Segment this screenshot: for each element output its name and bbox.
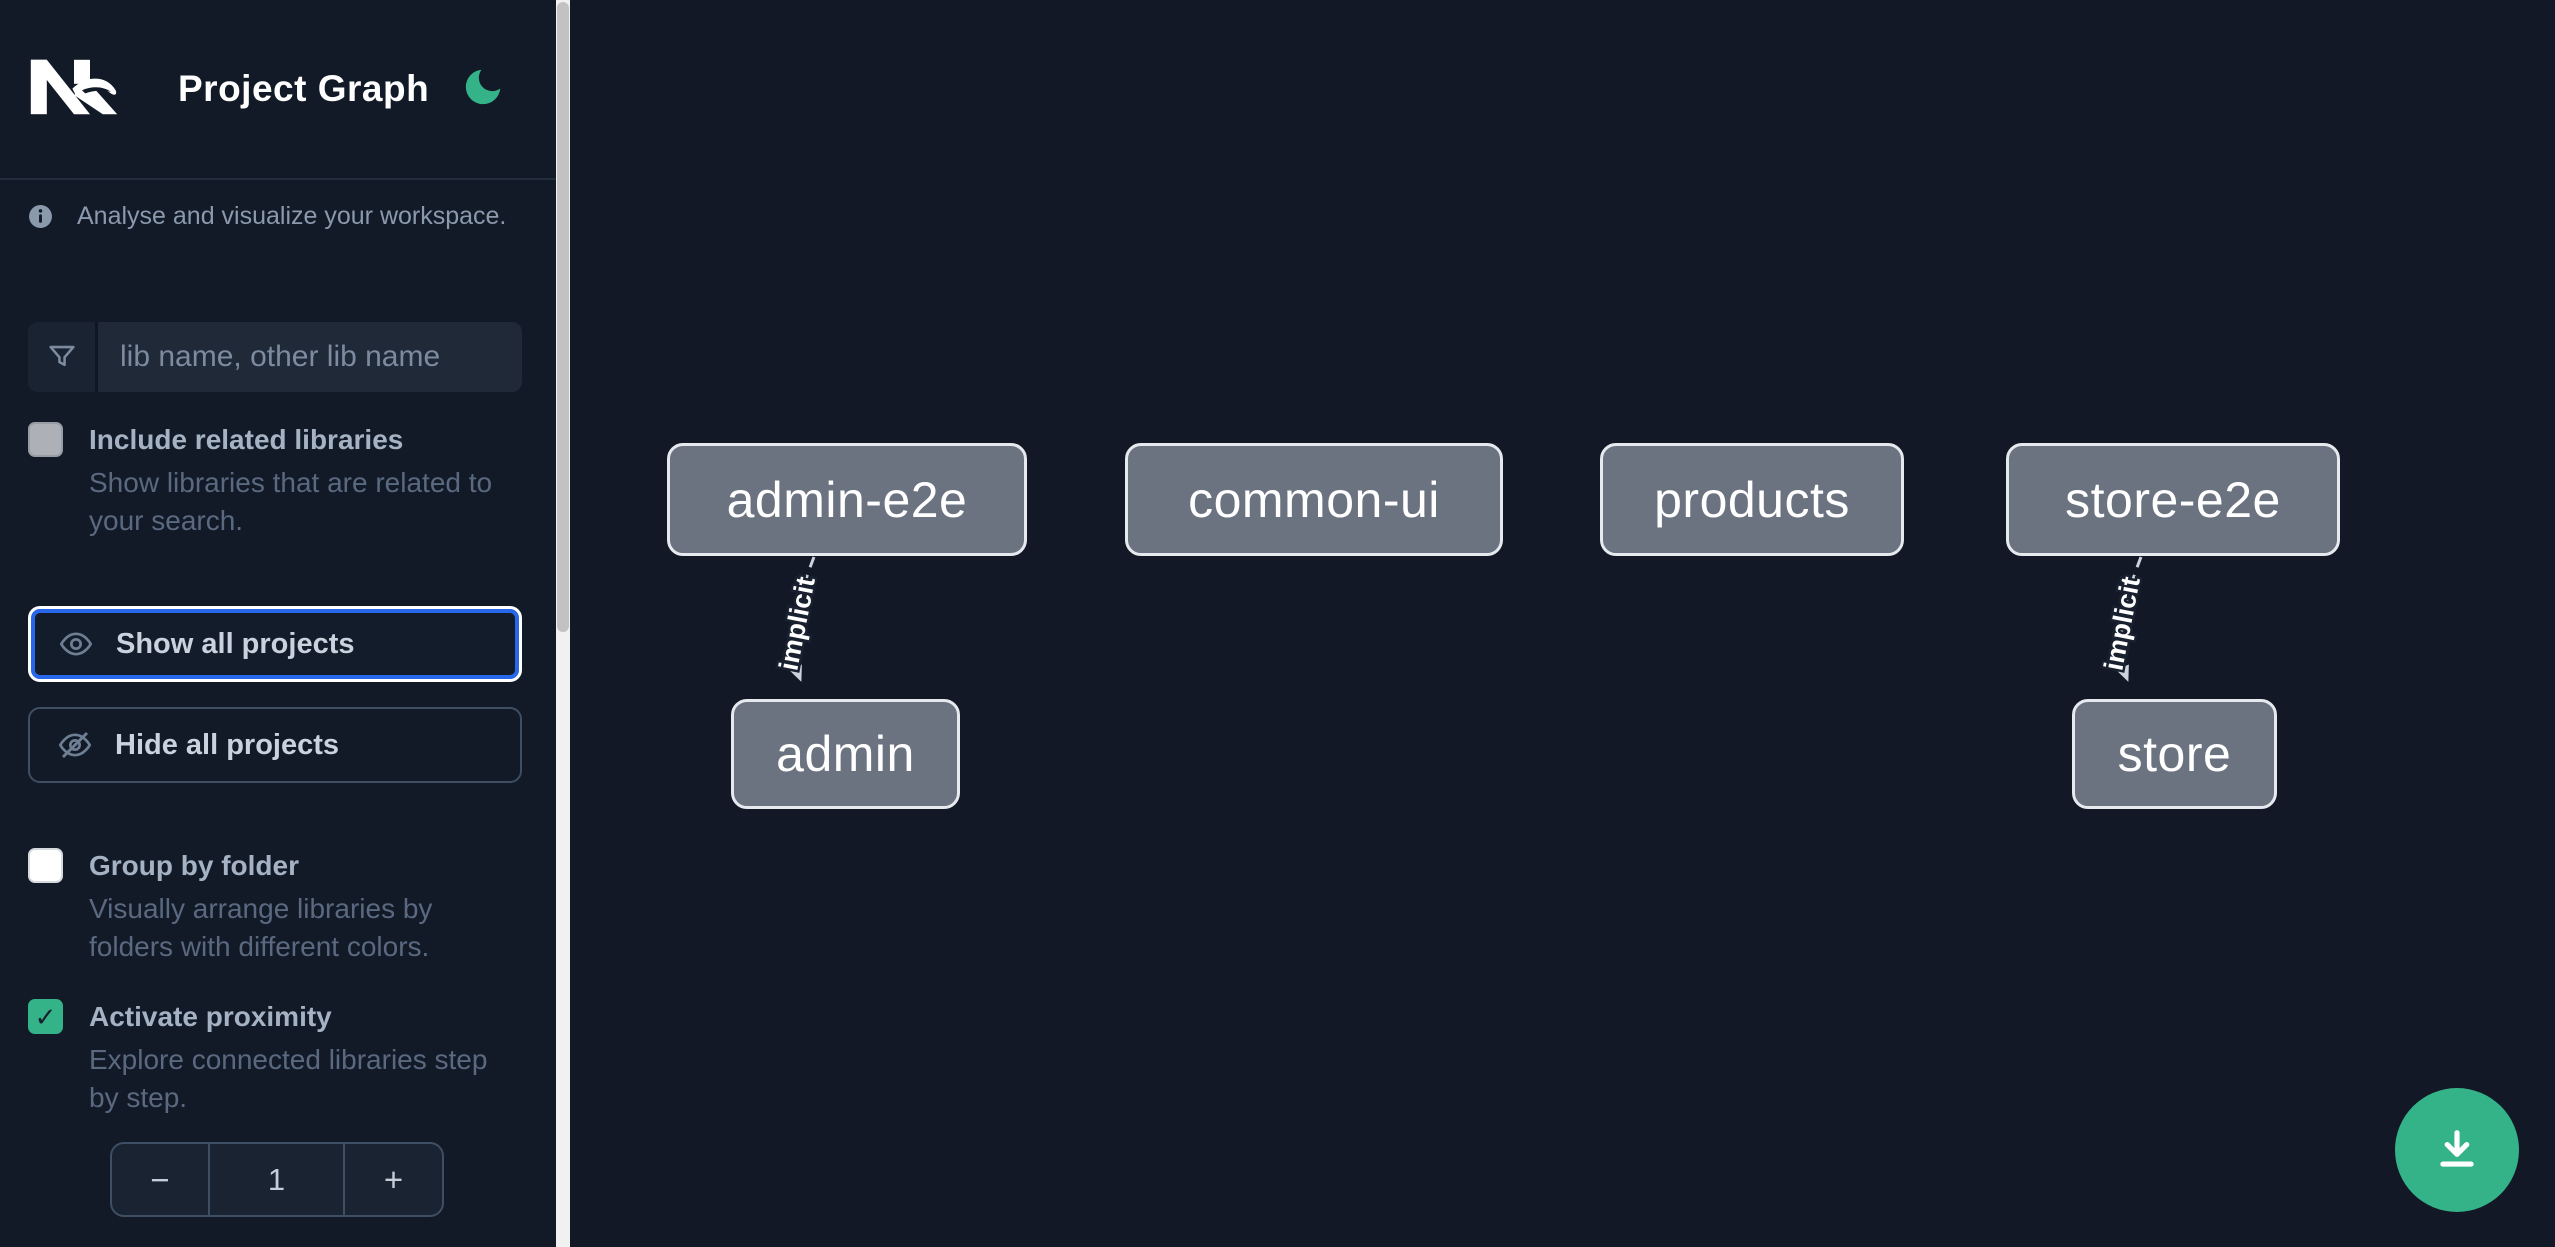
search-input[interactable] xyxy=(98,322,522,392)
hide-all-projects-button[interactable]: Hide all projects xyxy=(28,707,522,783)
option-label: Group by folder xyxy=(89,850,299,881)
option-label: Activate proximity xyxy=(89,1001,332,1032)
graph-node-store-e2e[interactable]: store-e2e xyxy=(2006,443,2340,556)
header-divider xyxy=(0,178,556,180)
option-activate-proximity: ✓ Activate proximity Explore connected l… xyxy=(28,997,528,1117)
stepper-increment-button[interactable]: + xyxy=(345,1144,442,1215)
sidebar-scrollbar-thumb[interactable] xyxy=(557,2,569,632)
include-related-checkbox[interactable] xyxy=(28,422,63,457)
tagline-row: Analyse and visualize your workspace. xyxy=(28,202,506,231)
stepper-decrement-button[interactable]: − xyxy=(112,1144,208,1215)
moon-icon xyxy=(465,69,501,105)
option-label: Include related libraries xyxy=(89,424,404,455)
eye-icon xyxy=(59,632,93,656)
download-image-button[interactable] xyxy=(2395,1088,2519,1212)
checkmark-icon: ✓ xyxy=(34,1001,57,1032)
stepper-value: 1 xyxy=(208,1144,345,1215)
button-label: Show all projects xyxy=(116,627,355,660)
filter-icon-zone xyxy=(28,322,98,392)
option-include-related: Include related libraries Show libraries… xyxy=(28,420,528,540)
edge-admin-e2e-admin[interactable] xyxy=(788,556,816,682)
graph-node-admin[interactable]: admin xyxy=(731,699,960,809)
graph-node-common-ui[interactable]: common-ui xyxy=(1125,443,1503,556)
option-description: Visually arrange libraries by folders wi… xyxy=(89,893,433,962)
option-description: Show libraries that are related to your … xyxy=(89,467,493,536)
graph-node-admin-e2e[interactable]: admin-e2e xyxy=(667,443,1027,556)
page-title: Project Graph xyxy=(178,68,430,109)
eye-off-icon xyxy=(58,731,92,759)
graph-node-store[interactable]: store xyxy=(2072,699,2277,809)
filter-icon xyxy=(48,345,75,367)
graph-node-products[interactable]: products xyxy=(1600,443,1904,556)
proximity-stepper: − 1 + xyxy=(110,1142,444,1217)
group-by-folder-checkbox[interactable] xyxy=(28,848,63,883)
option-group-by-folder: Group by folder Visually arrange librari… xyxy=(28,846,528,966)
button-label: Hide all projects xyxy=(115,728,340,761)
nx-logo-icon xyxy=(30,59,118,115)
search-box xyxy=(28,322,522,392)
theme-toggle-button[interactable] xyxy=(460,64,506,110)
edge-store-e2e-store[interactable] xyxy=(2115,556,2143,682)
edge-label-admin-e2e-admin: implicit xyxy=(773,574,820,673)
tagline-text: Analyse and visualize your workspace. xyxy=(77,202,507,230)
info-icon xyxy=(29,205,52,228)
option-description: Explore connected libraries step by step… xyxy=(89,1044,488,1113)
sidebar: Project Graph Analyse and visualize your… xyxy=(0,0,556,1247)
sidebar-scrollbar xyxy=(556,0,570,1247)
download-icon xyxy=(2440,1130,2474,1167)
show-all-projects-button[interactable]: Show all projects xyxy=(28,606,522,682)
activate-proximity-checkbox[interactable]: ✓ xyxy=(28,999,63,1034)
